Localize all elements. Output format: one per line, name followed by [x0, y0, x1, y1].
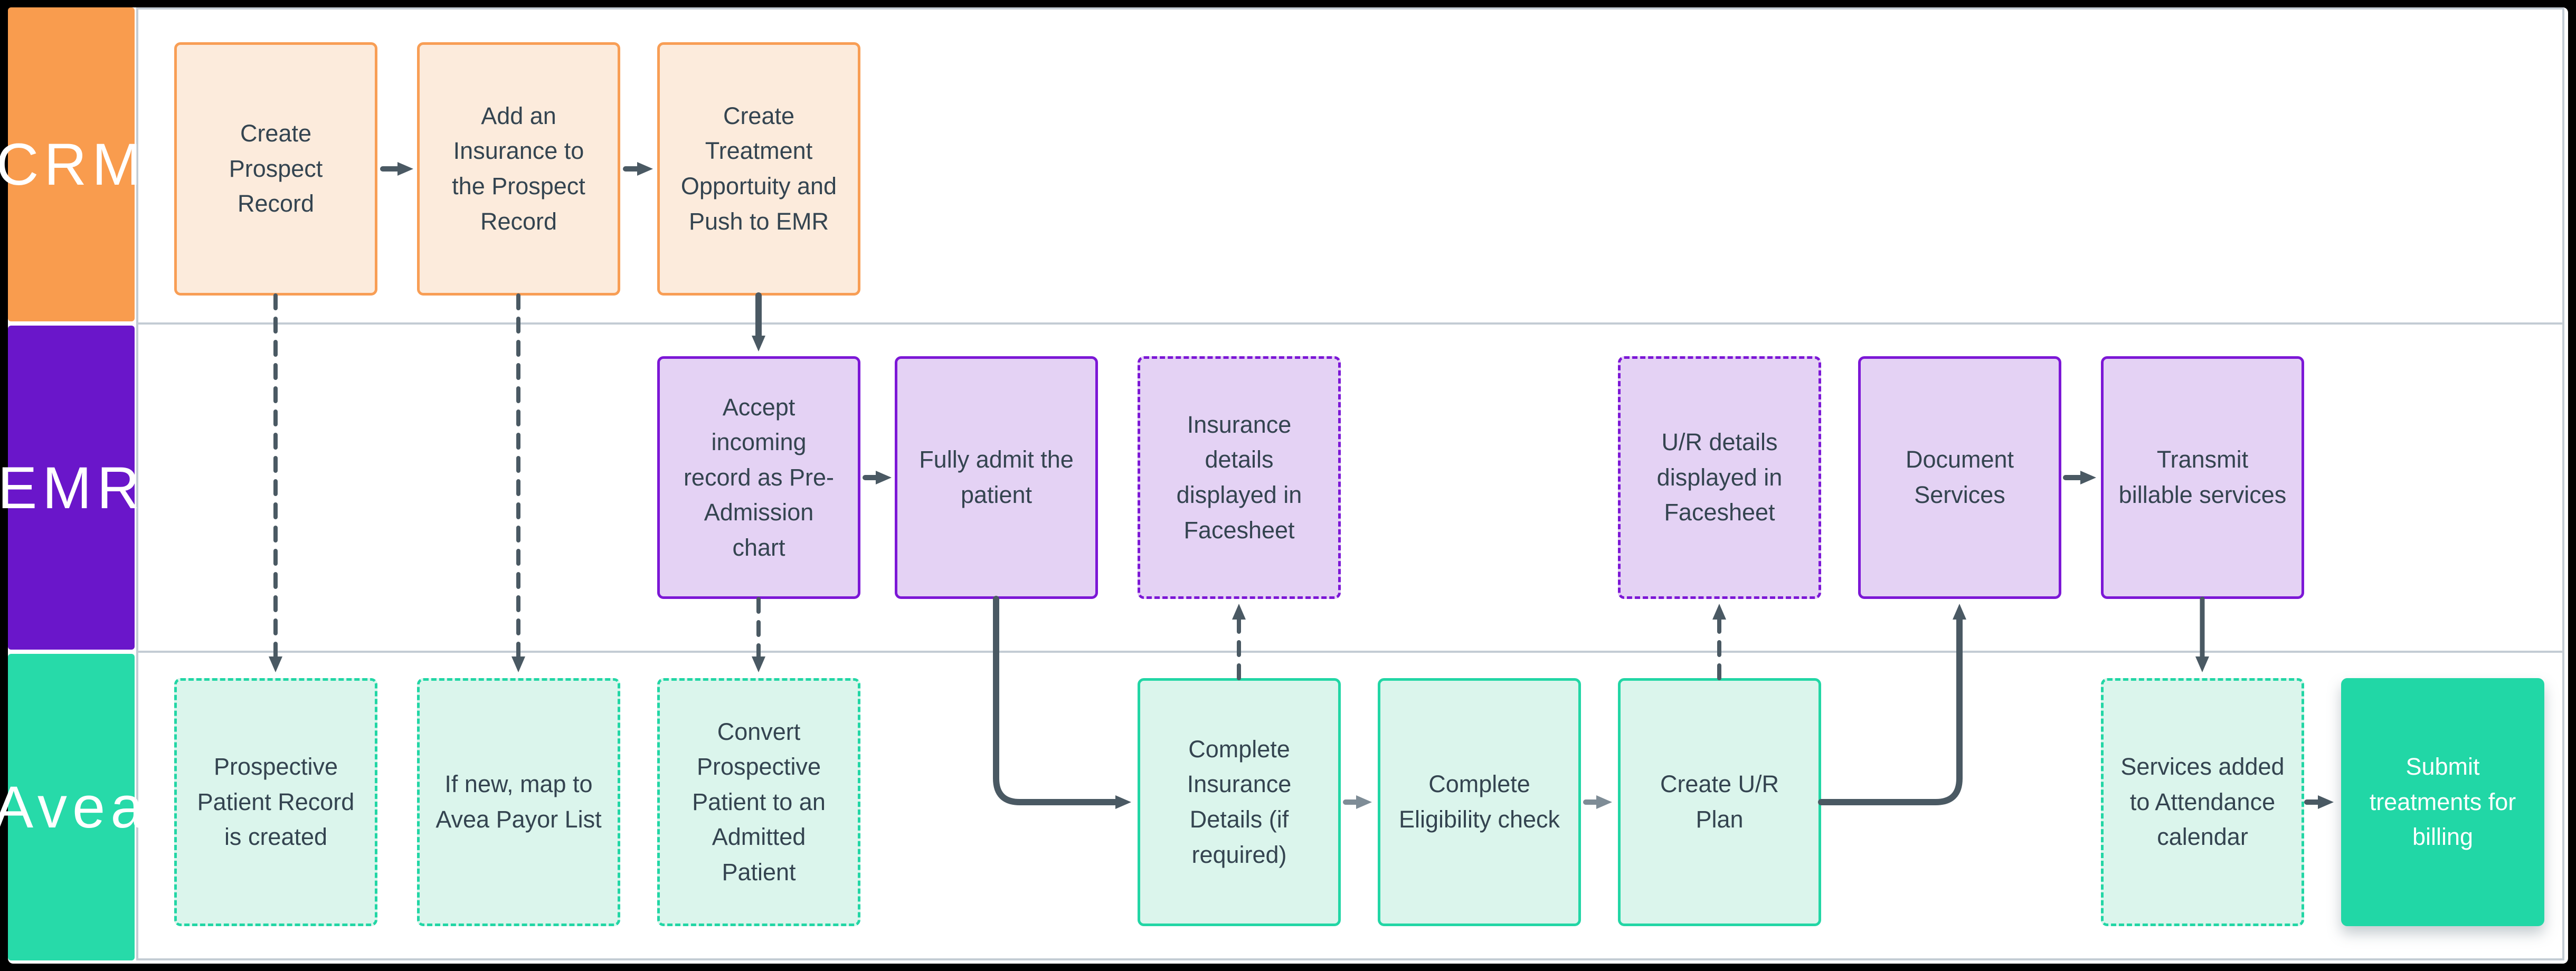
node-ur-details-facesheet: U/R details displayed in Facesheet: [1618, 356, 1821, 599]
node-fully-admit-patient: Fully admit the patient: [895, 356, 1098, 599]
node-label: U/R details displayed in Facesheet: [1656, 429, 1783, 526]
node-label: Document Services: [1905, 446, 2014, 508]
lane-label-crm: CRM: [0, 7, 141, 321]
lane-label-avea: Avea: [0, 654, 144, 960]
node-label: If new, map to Avea Payor List: [435, 770, 602, 833]
node-add-insurance-to-prospect: Add an Insurance to the Prospect Record: [417, 42, 620, 296]
node-label: Create U/R Plan: [1660, 770, 1779, 833]
node-label: Services added to Attendance calendar: [2120, 753, 2285, 851]
node-label: Complete Eligibility check: [1398, 770, 1560, 833]
node-prospective-patient-created: Prospective Patient Record is created: [174, 678, 377, 926]
node-label: Insurance details displayed in Facesheet: [1176, 411, 1302, 544]
node-label: Transmit billable services: [2118, 446, 2287, 508]
node-label: Fully admit the patient: [919, 446, 1074, 508]
node-create-treatment-opportunity: Create Treatment Opportuity and Push to …: [657, 42, 860, 296]
lane-divider-crm-emr: [136, 322, 2564, 325]
node-label: Create Prospect Record: [229, 120, 323, 217]
node-transmit-billable-services: Transmit billable services: [2101, 356, 2304, 599]
node-submit-treatments-billing: Submit treatments for billing: [2341, 678, 2544, 926]
lane-label-emr: EMR: [0, 326, 139, 650]
lane-label-emr-text: EMR: [0, 454, 145, 521]
node-label: Prospective Patient Record is created: [197, 753, 355, 851]
node-label: Create Treatment Opportuity and Push to …: [680, 102, 837, 235]
node-complete-eligibility-check: Complete Eligibility check: [1378, 678, 1581, 926]
node-insurance-details-facesheet: Insurance details displayed in Facesheet: [1138, 356, 1341, 599]
node-label: Add an Insurance to the Prospect Record: [452, 102, 585, 235]
node-document-services: Document Services: [1858, 356, 2061, 599]
swimlane-canvas: CRM EMR Avea Create Prospect Record Add …: [0, 7, 2568, 964]
node-complete-insurance-details: Complete Insurance Details (if required): [1138, 678, 1341, 926]
node-label: Convert Prospective Patient to an Admitt…: [692, 718, 826, 886]
lane-label-avea-text: Avea: [0, 774, 149, 840]
node-label: Complete Insurance Details (if required): [1187, 735, 1292, 868]
node-label: Submit treatments for billing: [2369, 753, 2516, 851]
node-create-prospect-record: Create Prospect Record: [174, 42, 377, 296]
lane-divider-emr-avea: [136, 651, 2564, 653]
lane-label-crm-text: CRM: [0, 131, 147, 197]
node-map-to-avea-payor-list: If new, map to Avea Payor List: [417, 678, 620, 926]
node-services-added-attendance: Services added to Attendance calendar: [2101, 678, 2304, 926]
node-accept-incoming-record: Accept incoming record as Pre-Admission …: [657, 356, 860, 599]
node-label: Accept incoming record as Pre-Admission …: [683, 393, 835, 561]
swimlane-table-border: [136, 7, 2564, 960]
node-convert-prospective-to-admitted: Convert Prospective Patient to an Admitt…: [657, 678, 860, 926]
node-create-ur-plan: Create U/R Plan: [1618, 678, 1821, 926]
